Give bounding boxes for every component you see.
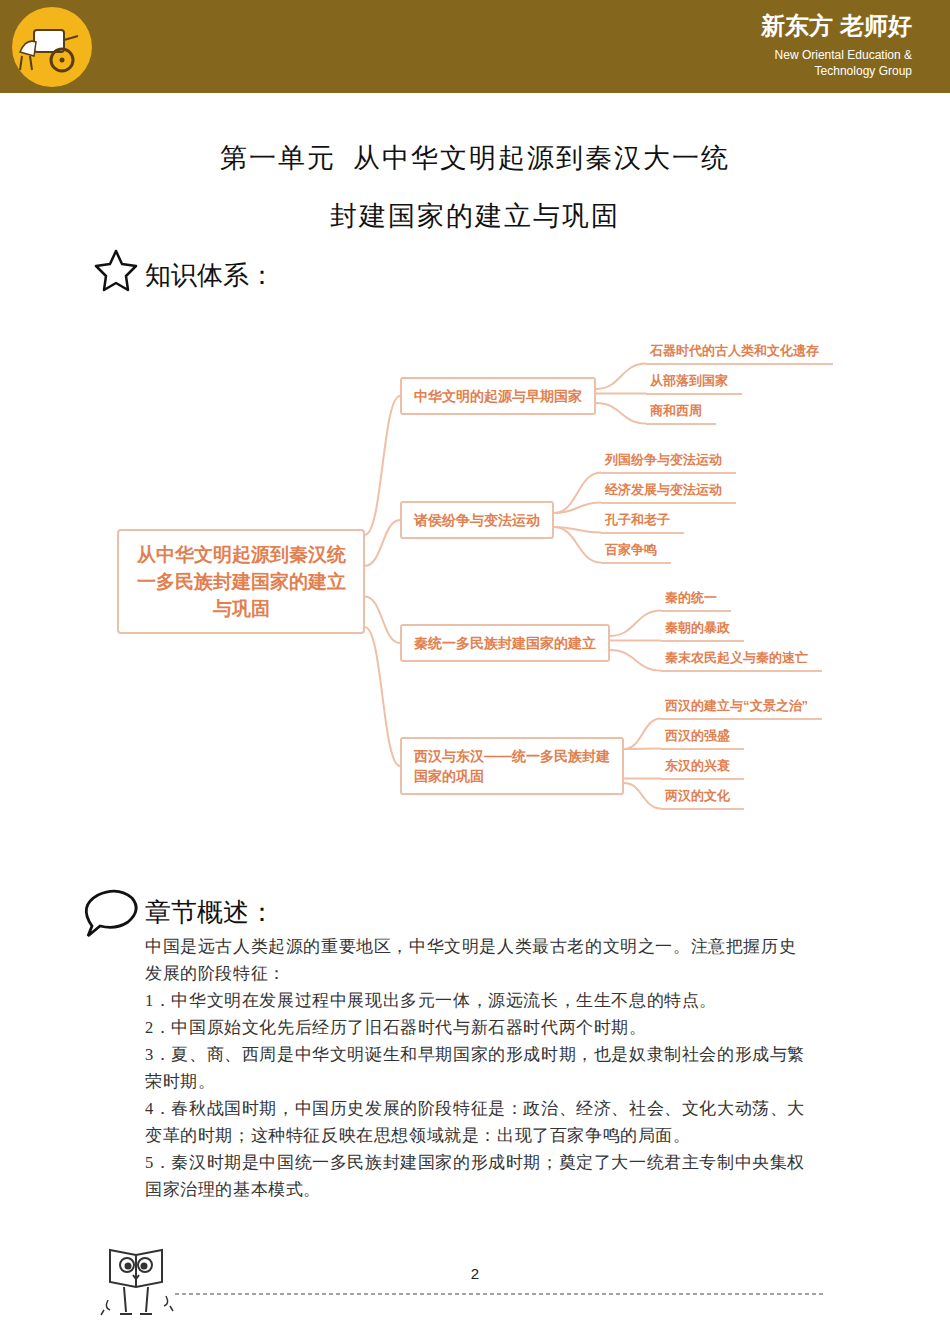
- brand-name: 新东方 老师好: [761, 10, 912, 42]
- branch-box: 中华文明的起源与早期国家: [400, 377, 596, 415]
- node-text: 经济发展与变法运动: [605, 481, 722, 499]
- leaf-topic: 秦朝的暴政: [661, 619, 744, 642]
- page-title-line: 封建国家的建立与巩固: [330, 198, 620, 234]
- body-text: 中国是远古人类起源的重要地区，中华文明是人类最古老的文明之一。注意把握历史发展的…: [145, 933, 810, 987]
- leaf-topic: 列国纷争与变法运动: [601, 451, 736, 474]
- node-text: 东汉的兴衰: [665, 757, 730, 775]
- branch-connector: [365, 396, 400, 535]
- leaf-topic: 经济发展与变法运动: [601, 481, 736, 504]
- branch-connector: [365, 520, 400, 566]
- body-text: 5．秦汉时期是中国统一多民族封建国家的形成时期；奠定了大一统君主专制中央集权国家…: [145, 1149, 810, 1203]
- node-text: 秦的统一: [665, 589, 717, 607]
- logo: [12, 7, 92, 87]
- leaf-topic: 从部落到国家: [646, 372, 742, 395]
- page-title: 第一单元 从中华文明起源到秦汉大一统: [220, 140, 731, 176]
- branch-connector: [610, 650, 661, 671]
- node-text: 诸侯纷争与变法运动: [414, 510, 540, 530]
- branch-box: 诸侯纷争与变法运动: [400, 501, 554, 539]
- speech-bubble-icon: [86, 891, 136, 936]
- node-text: 从中华文明起源到秦汉统一多民族封建国家的建立与巩固: [133, 541, 349, 622]
- branch-connector: [610, 640, 661, 642]
- node-text: 秦统一多民族封建国家的建立: [414, 633, 596, 653]
- root-box: 从中华文明起源到秦汉统一多民族封建国家的建立与巩固: [117, 529, 365, 634]
- section-heading: 章节概述：: [145, 895, 275, 930]
- branch-connector: [624, 719, 661, 750]
- footer-rule: [175, 1294, 825, 1295]
- leaf-topic: 秦的统一: [661, 589, 731, 612]
- node-text: 百家争鸣: [605, 541, 657, 559]
- branch-connector: [596, 393, 646, 395]
- leaf-topic: 商和西周: [646, 402, 716, 425]
- leaf-topic: 西汉的强盛: [661, 727, 744, 750]
- leaf-topic: 秦末农民起义与秦的速亡: [661, 649, 822, 672]
- node-text: 石器时代的古人类和文化遗存: [650, 342, 819, 360]
- node-text: 两汉的文化: [665, 787, 730, 805]
- leaf-topic: 东汉的兴衰: [661, 757, 744, 780]
- branch-connector: [624, 748, 661, 751]
- node-text: 商和西周: [650, 402, 702, 420]
- page-number: 2: [471, 1265, 479, 1282]
- node-text: 秦朝的暴政: [665, 619, 730, 637]
- body-text: 3．夏、商、西周是中华文明诞生和早期国家的形成时期，也是奴隶制社会的形成与繁荣时…: [145, 1041, 810, 1095]
- leaf-topic: 石器时代的古人类和文化遗存: [646, 342, 833, 365]
- mascot-icon: [101, 1250, 173, 1315]
- body-text: 2．中国原始文化先后经历了旧石器时代与新石器时代两个时期。: [145, 1014, 810, 1041]
- body-text: 1．中华文明在发展过程中展现出多元一体，源远流长，生生不息的特点。: [145, 987, 810, 1014]
- node-text: 秦末农民起义与秦的速亡: [665, 649, 808, 667]
- branch-connector: [624, 778, 661, 780]
- branch-connector: [596, 364, 646, 390]
- brand-subtitle: New Oriental Education & Technology Grou…: [752, 47, 912, 79]
- node-text: 西汉与东汉——统一多民族封建国家的巩固: [414, 746, 610, 786]
- branch-connector: [554, 473, 601, 514]
- node-text: 从部落到国家: [650, 372, 728, 390]
- branch-connector: [610, 611, 661, 637]
- branch-connector: [554, 527, 601, 563]
- branch-connector: [365, 597, 400, 644]
- branch-box: 秦统一多民族封建国家的建立: [400, 624, 610, 662]
- branch-connector: [554, 503, 601, 514]
- branch-box: 西汉与东汉——统一多民族封建国家的巩固: [400, 737, 624, 795]
- leaf-topic: 两汉的文化: [661, 787, 744, 810]
- section-heading: 知识体系：: [145, 258, 275, 293]
- node-text: 中华文明的起源与早期国家: [414, 386, 582, 406]
- node-text: 西汉的强盛: [665, 727, 730, 745]
- branch-connector: [365, 627, 400, 766]
- branch-connector: [596, 403, 646, 424]
- node-text: 列国纷争与变法运动: [605, 451, 722, 469]
- node-text: 孔子和老子: [605, 511, 670, 529]
- header-bar: [0, 0, 950, 93]
- node-text: 西汉的建立与“文景之治”: [665, 697, 808, 715]
- leaf-topic: 孔子和老子: [601, 511, 684, 534]
- branch-connector: [624, 783, 661, 809]
- body-text: 4．春秋战国时期，中国历史发展的阶段特征是：政治、经济、社会、文化大动荡、大变革…: [145, 1095, 810, 1149]
- leaf-topic: 百家争鸣: [601, 541, 671, 564]
- leaf-topic: 西汉的建立与“文景之治”: [661, 697, 822, 720]
- star-icon: [96, 251, 136, 290]
